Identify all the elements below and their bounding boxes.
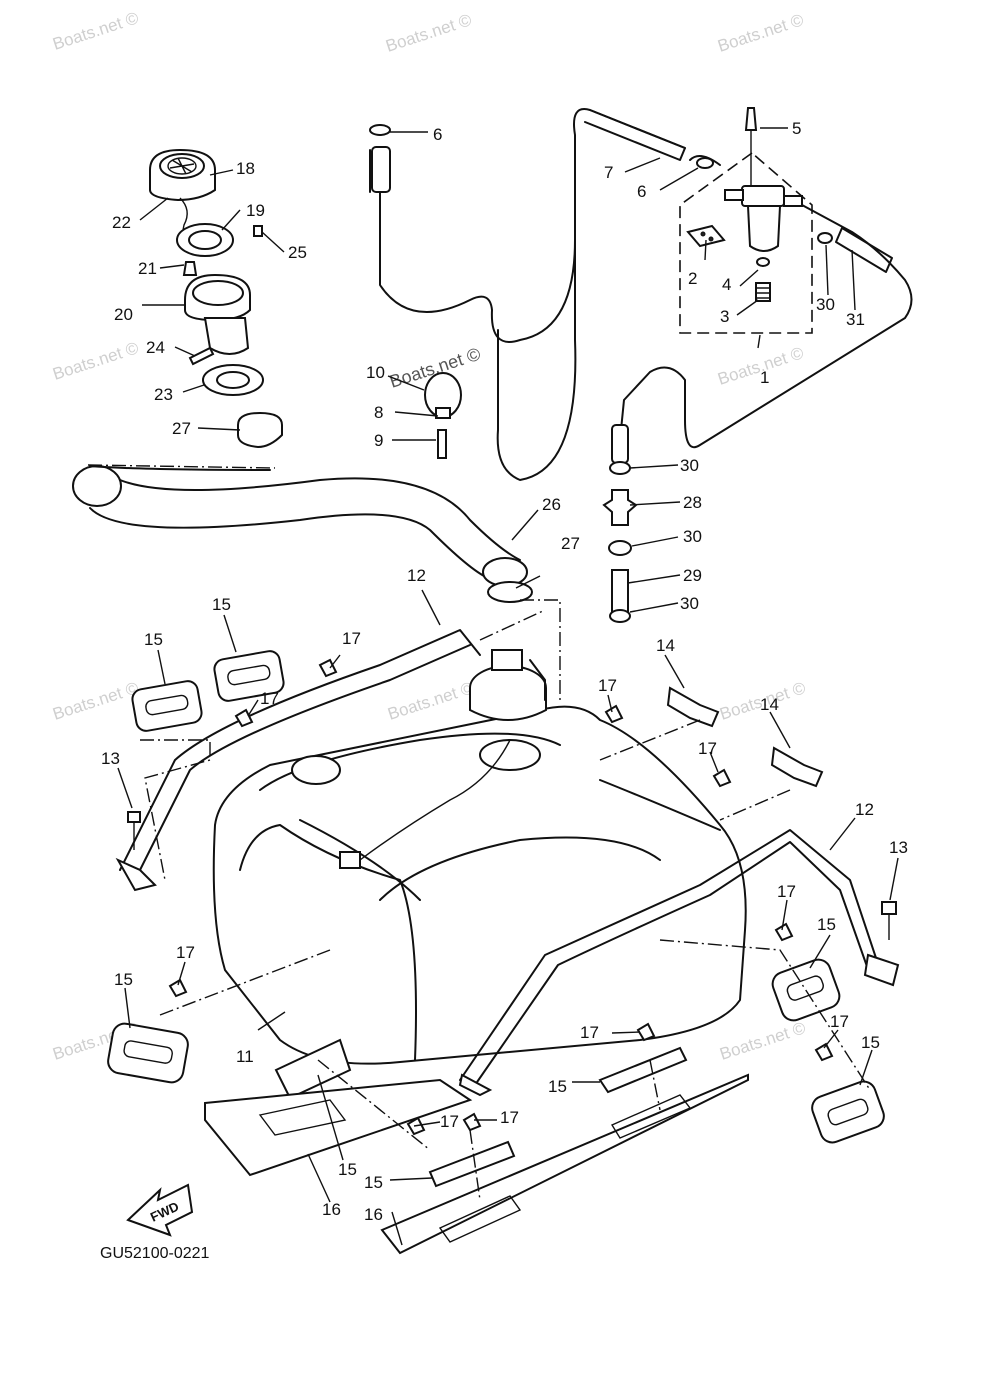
callout-21: 21 bbox=[138, 259, 157, 278]
callout-17-b: 17 bbox=[260, 689, 279, 708]
callout-9: 9 bbox=[374, 431, 383, 450]
callout-17-a: 17 bbox=[342, 629, 361, 648]
vent-clamp bbox=[424, 372, 462, 459]
callout-1: 1 bbox=[760, 368, 769, 387]
callout-17-h: 17 bbox=[580, 1023, 599, 1042]
callout-6-b: 6 bbox=[637, 182, 646, 201]
callout-30-a: 30 bbox=[680, 456, 699, 475]
hoses bbox=[369, 108, 913, 481]
watermark: Boats.net © bbox=[383, 10, 474, 56]
fuel-filter-assembly bbox=[679, 107, 813, 334]
watermark: Boats.net © bbox=[50, 678, 141, 724]
watermark: Boats.net © bbox=[715, 10, 806, 56]
callout-30-d: 30 bbox=[816, 295, 835, 314]
callout-26: 26 bbox=[542, 495, 561, 514]
callout-20: 20 bbox=[114, 305, 133, 324]
callout-27-b: 27 bbox=[561, 534, 580, 553]
callout-13-b: 13 bbox=[889, 838, 908, 857]
mats bbox=[204, 1073, 749, 1255]
fuel-tank bbox=[212, 649, 747, 1065]
callout-17-f: 17 bbox=[176, 943, 195, 962]
callout-2: 2 bbox=[688, 269, 697, 288]
callout-22: 22 bbox=[112, 213, 131, 232]
callout-30-c: 30 bbox=[680, 594, 699, 613]
rubber-pads bbox=[107, 650, 885, 1188]
filler-hose bbox=[72, 465, 533, 603]
callout-25: 25 bbox=[288, 243, 307, 262]
callout-6-a: 6 bbox=[433, 125, 442, 144]
watermark: Boats.net © bbox=[717, 1018, 808, 1064]
fasteners bbox=[127, 658, 897, 1136]
alignment-lines bbox=[87, 464, 871, 1201]
callout-28: 28 bbox=[683, 493, 702, 512]
watermark: Boats.net © bbox=[385, 678, 476, 724]
callout-3: 3 bbox=[720, 307, 729, 326]
callout-12-b: 12 bbox=[855, 800, 874, 819]
callout-17-c: 17 bbox=[598, 676, 617, 695]
callout-15-h: 15 bbox=[364, 1173, 383, 1192]
callout-24: 24 bbox=[146, 338, 165, 357]
callout-17-e: 17 bbox=[777, 882, 796, 901]
callout-15-g: 15 bbox=[338, 1160, 357, 1179]
callout-19: 19 bbox=[246, 201, 265, 220]
callout-23: 23 bbox=[154, 385, 173, 404]
filler-cap-assembly bbox=[149, 148, 283, 449]
callout-27-a: 27 bbox=[172, 419, 191, 438]
callout-17-j: 17 bbox=[500, 1108, 519, 1127]
callout-29: 29 bbox=[683, 566, 702, 585]
callout-31: 31 bbox=[846, 310, 865, 329]
brackets bbox=[666, 686, 824, 788]
callout-5: 5 bbox=[792, 119, 801, 138]
callout-17-i: 17 bbox=[440, 1112, 459, 1131]
watermark: Boats.net © bbox=[50, 338, 141, 384]
callout-8: 8 bbox=[374, 403, 383, 422]
callout-15-f: 15 bbox=[548, 1077, 567, 1096]
callouts: 1 2 3 4 5 6 6 7 8 9 10 11 12 12 13 13 14… bbox=[101, 119, 908, 1224]
leader-lines bbox=[117, 127, 899, 1246]
callout-15-e: 15 bbox=[861, 1033, 880, 1052]
callout-4: 4 bbox=[722, 275, 731, 294]
callout-7: 7 bbox=[604, 163, 613, 182]
watermark: Boats.net © bbox=[50, 8, 141, 54]
callout-15-a: 15 bbox=[212, 595, 231, 614]
callout-30-b: 30 bbox=[683, 527, 702, 546]
callout-11: 11 bbox=[236, 1047, 254, 1066]
callout-15-d: 15 bbox=[817, 915, 836, 934]
callout-14-b: 14 bbox=[760, 695, 779, 714]
callout-15-c: 15 bbox=[114, 970, 133, 989]
callout-15-b: 15 bbox=[144, 630, 163, 649]
callout-18: 18 bbox=[236, 159, 255, 178]
fwd-arrow: FWD bbox=[126, 1183, 194, 1237]
callout-16-b: 16 bbox=[364, 1205, 383, 1224]
callout-17-g: 17 bbox=[830, 1012, 849, 1031]
fuel-line-fittings bbox=[369, 124, 833, 623]
diagram-code: GU52100-0221 bbox=[100, 1245, 210, 1262]
callout-13-a: 13 bbox=[101, 749, 120, 768]
callout-16-a: 16 bbox=[322, 1200, 341, 1219]
callout-12-a: 12 bbox=[407, 566, 426, 585]
callout-10: 10 bbox=[366, 363, 385, 382]
callout-14-a: 14 bbox=[656, 636, 675, 655]
callout-17-d: 17 bbox=[698, 739, 717, 758]
tank-straps bbox=[115, 629, 900, 1097]
